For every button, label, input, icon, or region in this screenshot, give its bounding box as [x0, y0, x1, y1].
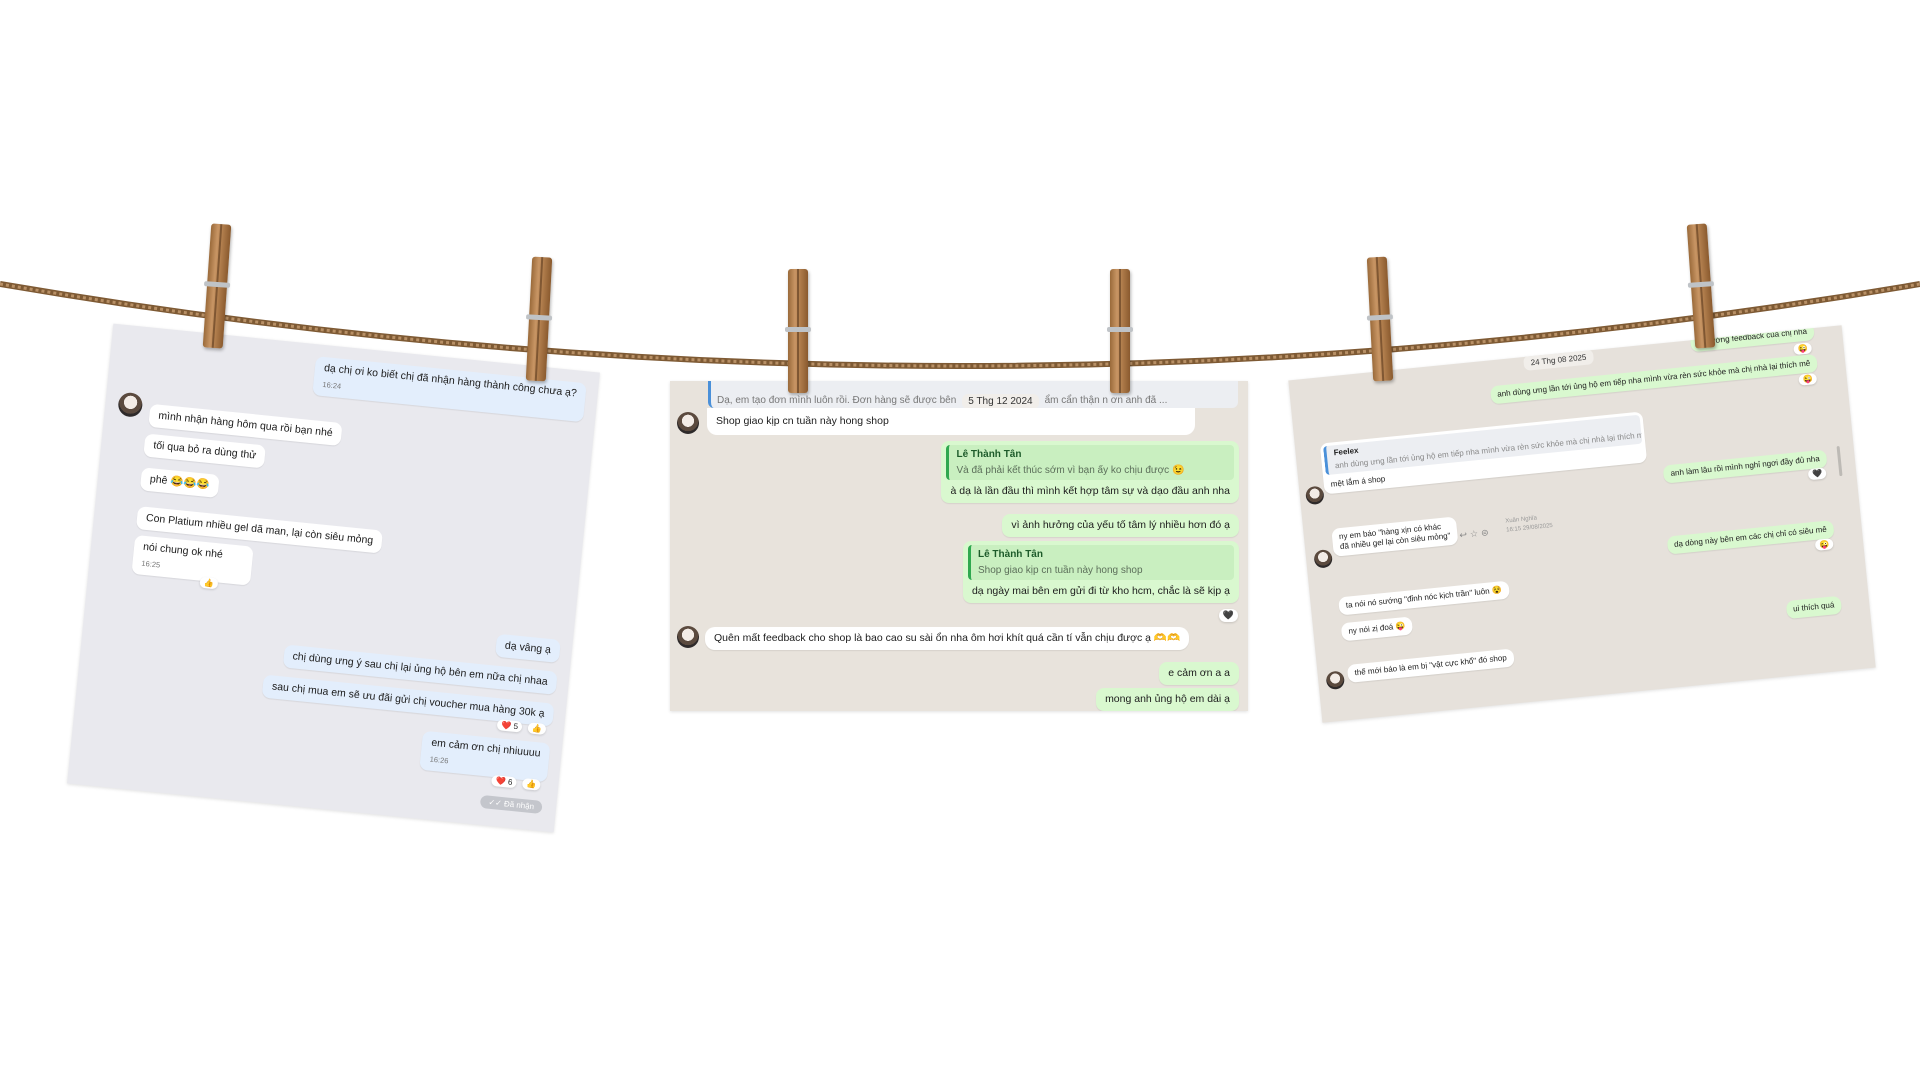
- message-text: Quên mất feedback cho shop là bao cao su…: [714, 632, 1181, 644]
- message-incoming: Quên mất feedback cho shop là bao cao su…: [705, 627, 1190, 650]
- quoted-author: Lê Thành Tân: [977, 549, 1043, 560]
- message-text: Shop giao kịp cn tuần này hong shop: [716, 415, 889, 427]
- rope-texture: [0, 282, 1920, 368]
- avatar: [677, 412, 699, 434]
- message-text: mong anh ủng hộ em dài ạ: [1105, 693, 1230, 705]
- message-text: e cảm ơn a a: [1168, 667, 1230, 679]
- message-reply-outgoing: Lê Thành Tân Và đã phải kết thúc sớm vì b…: [941, 441, 1239, 503]
- message-outgoing: vì ảnh hưởng của yếu tố tâm lý nhiều hơn…: [1002, 514, 1239, 537]
- message-text: dạ ngày mai bên em gửi đi từ kho hcm, ch…: [971, 585, 1230, 597]
- message-text: vì ảnh hưởng của yếu tố tâm lý nhiều hơn…: [1011, 519, 1230, 531]
- message-outgoing: e cảm ơn a a: [1159, 662, 1239, 685]
- message-incoming: Shop giao kịp cn tuần này hong shop: [707, 408, 1195, 435]
- quoted-text: Shop giao kịp cn tuần này hong shop: [977, 565, 1143, 576]
- heart-reaction-icon[interactable]: 🖤: [1218, 609, 1238, 622]
- clothespin-icon: [1107, 269, 1133, 393]
- quoted-text: Và đã phải kết thúc sớm vì bạn ấy ko chị…: [956, 465, 1185, 476]
- reply-preview-text: Dạ, em tạo đơn mình luôn rồi. Đơn hàng s…: [717, 395, 957, 406]
- chat-screenshot-middle: Dạ, em tạo đơn mình luôn rồi. Đơn hàng s…: [670, 381, 1248, 711]
- clothespin-icon: [785, 269, 811, 393]
- reply-preview-text: ẩm cẩn thận n ơn anh đã ...: [1044, 395, 1168, 406]
- date-chip: 5 Thg 12 2024: [962, 394, 1039, 409]
- message-text: à dạ là lần đầu thì mình kết hợp tâm sự …: [950, 485, 1230, 497]
- message-outgoing: mong anh ủng hộ em dài ạ: [1096, 688, 1239, 711]
- avatar: [677, 626, 699, 648]
- quoted-message[interactable]: Lê Thành Tân Và đã phải kết thúc sớm vì b…: [946, 445, 1234, 480]
- quoted-author: Lê Thành Tân: [956, 449, 1022, 460]
